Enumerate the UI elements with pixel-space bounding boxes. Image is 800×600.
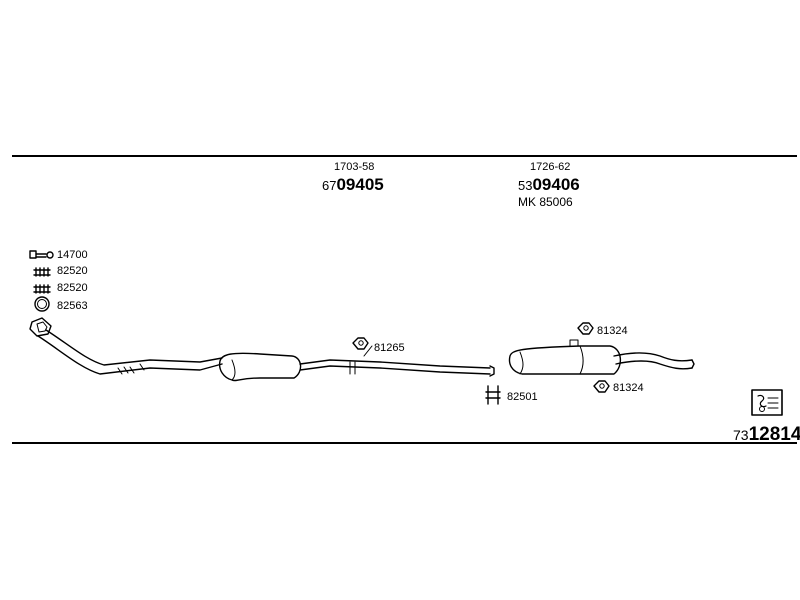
center-muffler-prefix: 67: [322, 178, 337, 193]
kit-main: 12814: [748, 424, 800, 445]
kit-box-icon: [751, 389, 783, 416]
rear-muffler-prefix: 53: [518, 178, 533, 193]
rear-muffler-ref: 1726-62: [530, 161, 571, 173]
front-pipe: [37, 329, 223, 375]
front-flange-icon: [29, 317, 52, 337]
bolt-icon: [29, 250, 54, 259]
center-muffler-main: 09405: [336, 175, 384, 194]
rear-muffler: [508, 339, 621, 375]
clamp-mid-code: 82501: [507, 391, 538, 403]
intermediate-pipe: [299, 359, 495, 377]
center-muffler-ref: 1703-58: [334, 161, 375, 173]
legend-code-4: 82563: [57, 300, 88, 312]
rear-muffler-main: 09406: [532, 175, 580, 194]
bottom-rule: [12, 442, 797, 444]
rubber-hanger-icon: [577, 322, 594, 335]
clamp-icon: [33, 267, 51, 277]
rubber-hanger-icon: [352, 337, 373, 357]
hanger-front-code: 81265: [374, 342, 405, 354]
kit-prefix: 73: [733, 427, 749, 443]
clamp-icon: [33, 284, 51, 294]
ring-gasket-icon: [34, 296, 50, 312]
legend-code-1: 14700: [57, 249, 88, 261]
rear-muffler-alt: MK 85006: [518, 195, 573, 209]
kit-number: 7312814: [733, 425, 800, 444]
rear-muffler-number: 5309406: [518, 176, 580, 194]
hanger-rear-top-code: 81324: [597, 325, 628, 337]
u-clamp-icon: [485, 385, 501, 405]
center-muffler: [218, 352, 302, 382]
tail-pipe: [613, 352, 695, 370]
top-rule: [12, 155, 797, 157]
rubber-hanger-icon: [593, 380, 610, 393]
legend-code-2: 82520: [57, 265, 88, 277]
hanger-rear-bottom-code: 81324: [613, 382, 644, 394]
legend-code-3: 82520: [57, 282, 88, 294]
center-muffler-number: 6709405: [322, 176, 384, 194]
